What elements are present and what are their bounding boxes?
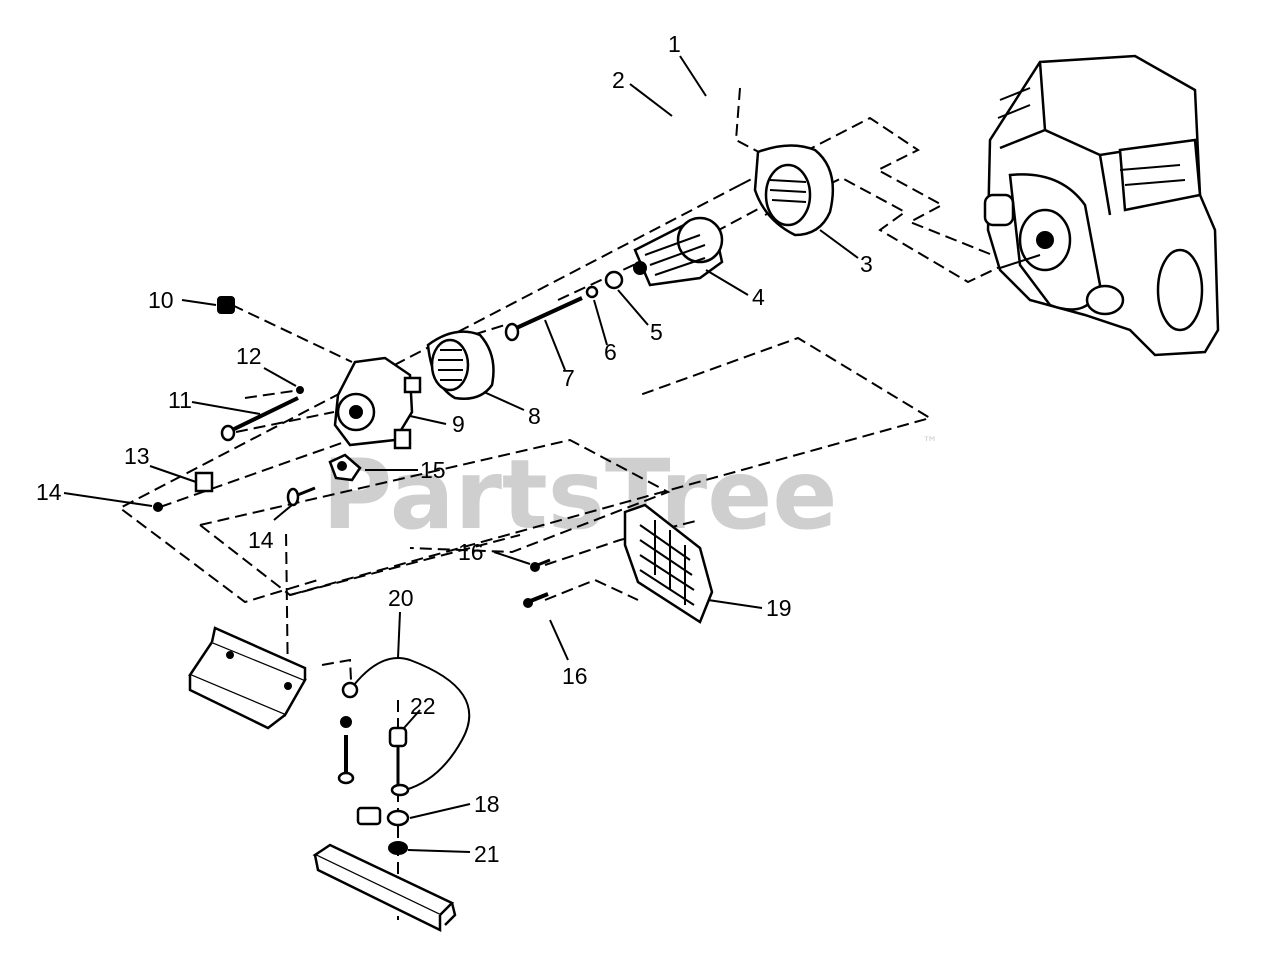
part-8-armature	[426, 330, 495, 400]
callout-14-center: 14	[248, 527, 274, 553]
part-6-washer	[585, 285, 599, 299]
callout-22: 22	[410, 693, 436, 719]
part-4-starter-drive	[633, 216, 724, 287]
callout-16-upper: 16	[458, 539, 484, 565]
part-11-bolt	[220, 396, 299, 442]
bottom-plate	[312, 843, 457, 933]
callout-9: 9	[452, 411, 465, 437]
part-3-ring	[753, 144, 835, 237]
part-14-screw-left	[153, 502, 163, 512]
part-22-screw	[388, 726, 410, 797]
assembly-outline-lower	[199, 336, 933, 597]
callout-1: 1	[668, 31, 681, 57]
watermark-text: PartsTree	[322, 439, 837, 551]
part-20-cable	[341, 657, 471, 791]
part-15-switch	[328, 453, 362, 482]
callout-7: 7	[562, 365, 575, 391]
part-16-screw-upper	[530, 558, 551, 572]
watermark-trademark: ™	[922, 433, 938, 452]
callout-21: 21	[474, 841, 500, 867]
part-14-screw-center	[286, 486, 316, 507]
callout-11: 11	[168, 387, 192, 413]
callout-12: 12	[236, 343, 262, 369]
bolt-stack	[337, 716, 355, 785]
mounting-bracket	[188, 626, 307, 730]
part-12-washer	[296, 386, 304, 394]
part-7-through-bolt	[504, 296, 583, 342]
callout-6: 6	[604, 339, 617, 365]
callout-10: 10	[148, 287, 174, 313]
callout-5: 5	[650, 319, 663, 345]
callout-2: 2	[612, 67, 625, 93]
callout-3: 3	[860, 251, 873, 277]
leader-lines	[63, 55, 859, 853]
part-19-grille	[623, 503, 714, 624]
part-13-clip	[194, 471, 214, 493]
callout-15: 15	[420, 457, 446, 483]
callout-18: 18	[474, 791, 500, 817]
part-9-end-cap	[333, 356, 422, 450]
engine-assembly	[983, 54, 1220, 357]
callout-20: 20	[388, 585, 414, 611]
part-10-nut	[217, 296, 235, 314]
callout-4: 4	[752, 284, 765, 310]
part-18-washer	[356, 806, 410, 827]
engine-shaft	[999, 254, 1041, 269]
part-21-nut	[388, 841, 408, 855]
callout-13: 13	[124, 443, 150, 469]
part-5-washer	[604, 270, 624, 290]
callout-14-left: 14	[36, 479, 62, 505]
part-16-screw-lower	[523, 592, 549, 608]
callout-16-lower: 16	[562, 663, 588, 689]
callout-19: 19	[766, 595, 792, 621]
callout-labels: 1 2 3 4 5 6 7 8 9 10 11 12 13 14 14 15 1…	[36, 31, 873, 867]
callout-8: 8	[528, 403, 541, 429]
